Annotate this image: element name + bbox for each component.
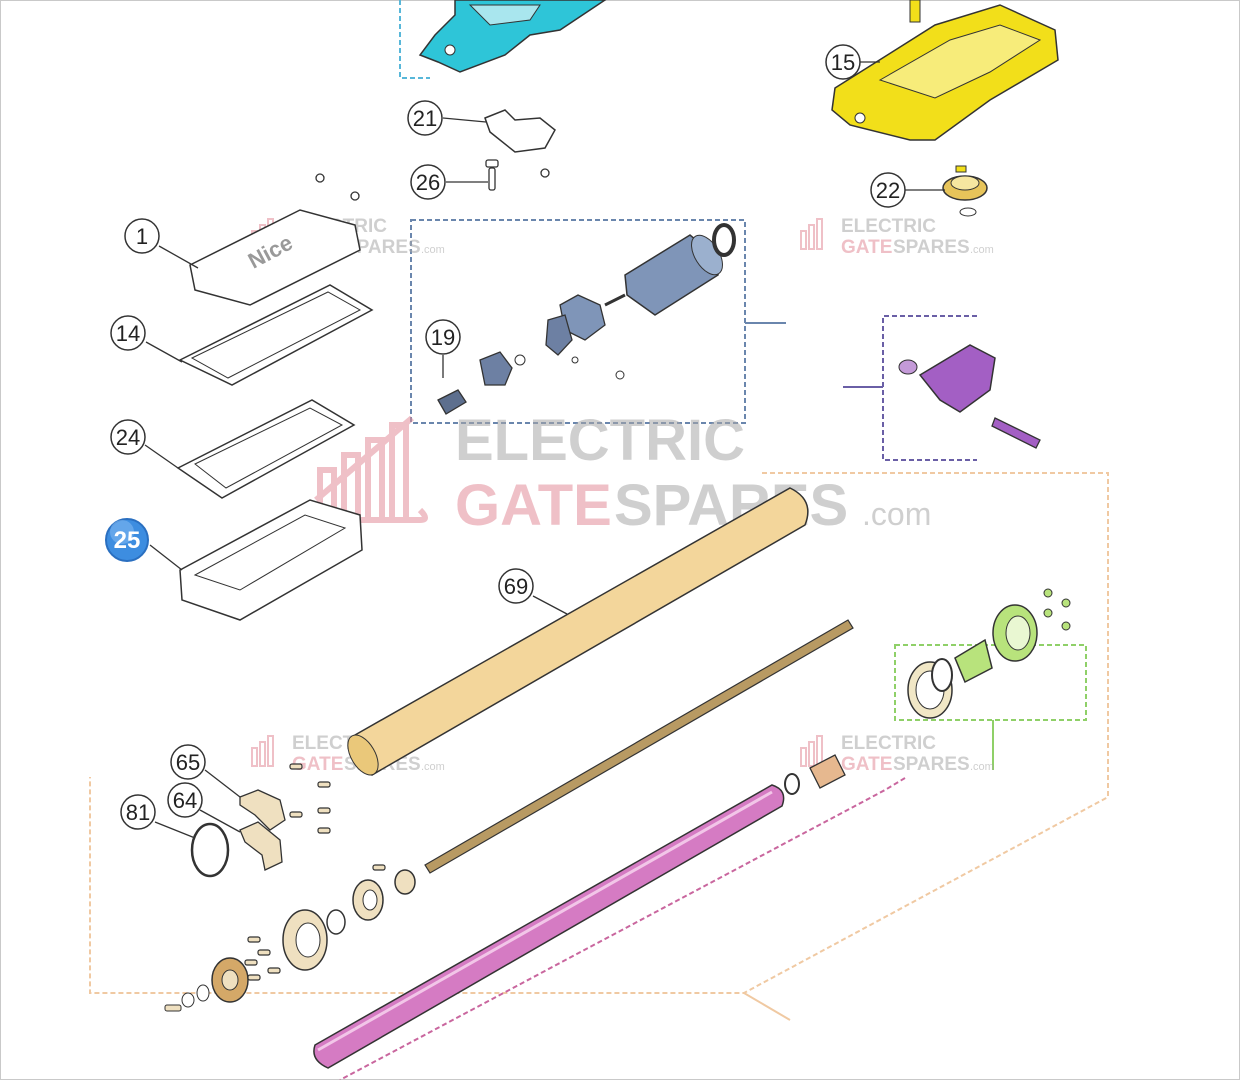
callout-label: 25 <box>114 527 141 554</box>
bearings-part <box>164 869 416 1012</box>
callout-label: 22 <box>876 178 900 203</box>
purple-bracket-part <box>898 344 1041 449</box>
screws-26 <box>315 159 550 201</box>
callout-label: 15 <box>831 50 855 75</box>
svg-text:.com: .com <box>970 761 994 773</box>
callout-69: 69 <box>498 568 534 604</box>
callout-81: 81 <box>120 794 156 830</box>
callout-22: 22 <box>870 172 906 208</box>
cyan-housing-part <box>418 0 607 73</box>
callout-label: 24 <box>116 425 140 450</box>
callout-19: 19 <box>425 319 461 355</box>
watermark-electric: ELECTRIC <box>455 408 745 473</box>
callout-label: 81 <box>126 800 150 825</box>
callout-label: 65 <box>176 750 200 775</box>
watermark-dotcom: .com <box>862 496 931 532</box>
clamp-64-part <box>239 821 283 871</box>
gasket-24-inner <box>194 407 344 489</box>
green-group-outline <box>894 644 1087 721</box>
svg-text:GATE: GATE <box>841 754 892 775</box>
svg-text:SPARES: SPARES <box>893 754 970 775</box>
svg-text:GATE: GATE <box>841 237 892 258</box>
watermark-gate: GATE <box>455 473 612 538</box>
green-parts <box>907 588 1071 719</box>
callout-label: 69 <box>504 574 528 599</box>
bracket-group-outline <box>882 315 977 461</box>
bracket-part <box>484 109 556 153</box>
svg-text:SPARES: SPARES <box>344 237 421 258</box>
callout-64: 64 <box>167 782 203 818</box>
small-screws-part <box>244 763 386 981</box>
tube-group-outline <box>89 472 1109 994</box>
svg-text:SPARES: SPARES <box>893 237 970 258</box>
housing-base-part <box>179 499 363 621</box>
gasket-14-part <box>178 284 374 386</box>
gear-22-part <box>942 165 988 217</box>
watermark-large: ELECTRIC GATE SPARES .com <box>312 408 931 538</box>
callout-label: 21 <box>413 106 437 131</box>
callout-26: 26 <box>410 164 446 200</box>
callout-label: 26 <box>416 170 440 195</box>
svg-text:.com: .com <box>421 761 445 773</box>
callout-14: 14 <box>110 315 146 351</box>
clamp-65-part <box>239 789 286 831</box>
gasket-24-part <box>176 399 356 499</box>
callout-24: 24 <box>110 419 146 455</box>
watermark-small-4: ELECTRIC GATE SPARES .com <box>800 733 994 775</box>
motor-group-outline <box>410 219 746 424</box>
tube-group-connector <box>743 992 791 1021</box>
gasket-14-inner <box>190 291 362 379</box>
callout-label: 64 <box>173 788 197 813</box>
tube-part <box>347 487 809 776</box>
leader-lines <box>144 61 945 839</box>
svg-text:.com: .com <box>970 244 994 256</box>
oring-81-part <box>190 822 230 878</box>
rod-bush-part <box>784 754 846 795</box>
yellow-housing-part <box>831 0 1059 141</box>
svg-text:.com: .com <box>421 244 445 256</box>
svg-text:GATE: GATE <box>292 754 343 775</box>
callout-65: 65 <box>170 744 206 780</box>
callout-15: 15 <box>825 44 861 80</box>
motor-part <box>437 223 736 415</box>
svg-text:ELECTRIC: ELECTRIC <box>841 216 936 237</box>
watermark-small-2: ELECTRIC GATE SPARES .com <box>800 216 994 258</box>
cover-part: Nice <box>189 209 361 306</box>
screw-shaft-part <box>424 619 854 874</box>
callout-1: 1 <box>124 218 160 254</box>
callout-label: 1 <box>136 224 148 249</box>
cyan-group-outline <box>399 0 430 79</box>
callout-label: 14 <box>116 321 140 346</box>
callout-label: 19 <box>431 325 455 350</box>
callout-25-highlighted: 25 <box>105 518 149 562</box>
callout-21: 21 <box>407 100 443 136</box>
rod-group-outline <box>339 777 906 1080</box>
rod-part <box>313 784 785 1069</box>
svg-text:ELECTRIC: ELECTRIC <box>841 733 936 754</box>
